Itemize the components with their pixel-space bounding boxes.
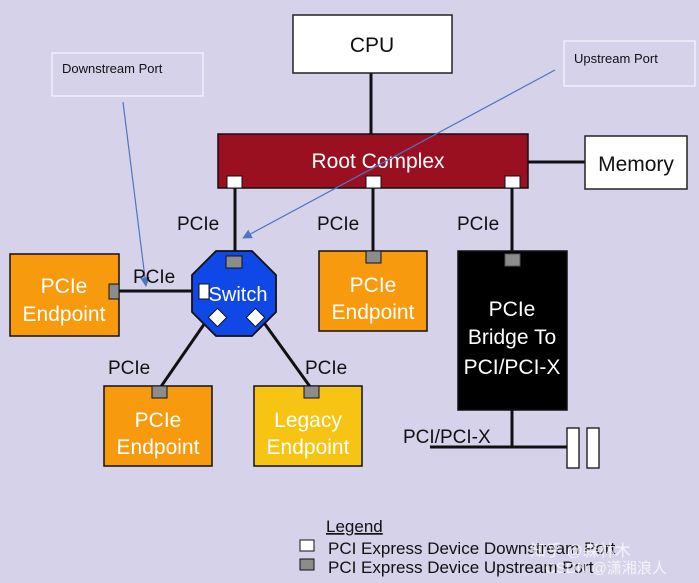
switch-legacy-endpoint-link xyxy=(260,319,313,389)
pci-slot xyxy=(566,427,580,469)
endpoint-bottom-node: PCIe Endpoint xyxy=(103,385,213,467)
memory-box xyxy=(584,135,688,190)
downstream-port xyxy=(504,175,521,189)
legend-item-upstream: PCI Express Device Upstream Port xyxy=(328,558,594,577)
link-label-pci-bus: PCI/PCI-X xyxy=(403,427,491,448)
link-label-rc-switch: PCIe xyxy=(177,214,219,235)
callout-box xyxy=(51,52,204,97)
switch-node: Switch xyxy=(191,250,277,337)
endpoint-label-line2: Endpoint xyxy=(23,303,106,326)
legend-upstream-swatch xyxy=(299,558,315,571)
bridge-label-line3: PCI/PCI-X xyxy=(464,356,561,379)
downstream-port xyxy=(198,283,210,300)
endpoint-left-node: PCIe Endpoint xyxy=(9,253,120,337)
root-complex-label: Root Complex xyxy=(311,150,445,173)
endpoint-box xyxy=(318,250,428,332)
callout-box xyxy=(563,40,696,87)
endpoint-box xyxy=(103,385,213,467)
legend: Legend PCI Express Device Downstream Por… xyxy=(299,517,615,577)
cpu-node: CPU xyxy=(292,14,453,74)
pci-slot xyxy=(586,427,600,469)
downstream-port-callout: Downstream Port xyxy=(51,52,204,287)
downstream-port xyxy=(207,307,228,328)
legend-downstream-swatch xyxy=(299,539,315,552)
legend-item-downstream: PCI Express Device Downstream Port xyxy=(328,539,615,558)
downstream-port xyxy=(365,175,382,189)
legend-title: Legend xyxy=(326,517,383,536)
upstream-port xyxy=(151,385,168,399)
root-complex-node: Root Complex xyxy=(217,133,529,189)
downstream-port xyxy=(245,307,266,328)
callout-label: Upstream Port xyxy=(574,51,658,66)
link-label-rc-center: PCIe xyxy=(317,214,359,235)
legacy-label-line2: Endpoint xyxy=(267,436,350,459)
memory-label: Memory xyxy=(598,153,674,176)
bridge-label-line1: PCIe xyxy=(489,298,536,321)
link-label-switch-legacy: PCIe xyxy=(305,358,347,379)
downstream-port xyxy=(226,175,243,189)
endpoint-label-line1: PCIe xyxy=(350,274,397,297)
upstream-port xyxy=(365,250,382,264)
endpoint-label-line2: Endpoint xyxy=(332,301,415,324)
upstream-port xyxy=(303,385,320,399)
cpu-label: CPU xyxy=(350,34,394,57)
watermark-line2: CSDN @潇湘浪人 xyxy=(545,560,667,577)
link-label-switch-bottom: PCIe xyxy=(108,358,150,379)
upstream-port xyxy=(225,255,243,269)
endpoint-label-line1: PCIe xyxy=(135,409,182,432)
switch-bottom-endpoint-link xyxy=(158,319,209,389)
callout-arrow xyxy=(122,101,150,287)
cpu-box xyxy=(292,14,453,74)
endpoint-center-node: PCIe Endpoint xyxy=(318,250,428,332)
bridge-label-line2: Bridge To xyxy=(468,326,556,349)
legacy-endpoint-box xyxy=(253,385,363,467)
endpoint-label-line1: PCIe xyxy=(41,275,88,298)
legacy-label-line1: Legacy xyxy=(274,409,342,432)
legacy-endpoint-node: Legacy Endpoint xyxy=(253,385,363,467)
bridge-node: PCIe Bridge To PCI/PCI-X xyxy=(457,250,568,411)
link-labels: PCIe PCIe PCIe PCIe PCIe PCIe PCI/PCI-X xyxy=(108,214,499,448)
endpoint-label-line2: Endpoint xyxy=(117,436,200,459)
upstream-port-callout: Upstream Port xyxy=(242,40,696,239)
pci-bus-slots xyxy=(566,427,600,469)
link-label-switch-left: PCIe xyxy=(133,267,175,288)
watermark-line1: 知乎 @森林木 xyxy=(530,542,631,560)
memory-node: Memory xyxy=(584,135,688,190)
upstream-port xyxy=(504,253,521,267)
bridge-box xyxy=(457,250,568,411)
link-label-rc-bridge: PCIe xyxy=(457,214,499,235)
upstream-port xyxy=(108,283,120,300)
switch-label: Switch xyxy=(209,284,268,306)
watermark: 知乎 @森林木 CSDN @潇湘浪人 xyxy=(530,542,667,577)
link-lines xyxy=(119,73,585,449)
callout-label: Downstream Port xyxy=(62,61,163,76)
callout-arrow xyxy=(242,69,556,239)
